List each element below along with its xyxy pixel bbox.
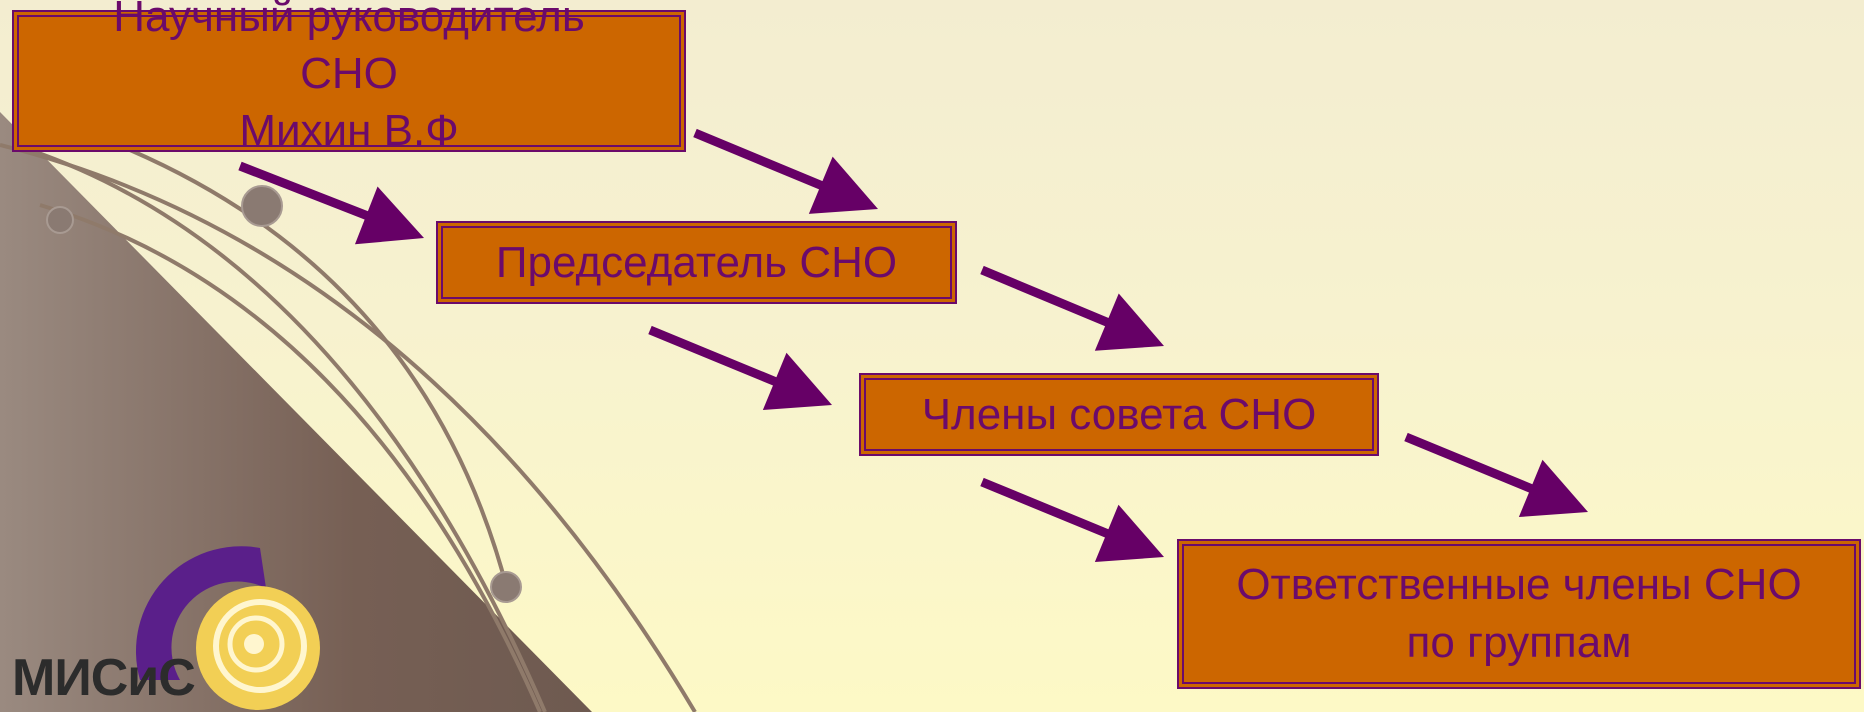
arrow-shaft: [648, 325, 781, 388]
arrow-shaft: [980, 477, 1113, 540]
box-text-line: Члены совета СНО: [921, 389, 1317, 439]
arrow-council-to-groups: [980, 477, 1164, 563]
box-text-line: СНО: [300, 49, 398, 98]
box-text-line: Научный руководитель: [113, 0, 585, 41]
chairman-box: Председатель СНО: [436, 221, 957, 304]
arrow-head: [1518, 459, 1588, 518]
corner-triangle: [0, 112, 592, 712]
logo-wordmark: МИСиС: [12, 649, 196, 707]
arrow-supervisor-to-chairman: [238, 161, 424, 245]
group-members-box: Ответственные члены СНО по группам: [1177, 539, 1861, 689]
arrow-chairman-right: [980, 265, 1164, 351]
council-members-box: Члены совета СНО: [859, 373, 1379, 456]
arrow-head: [354, 186, 424, 245]
arrow-chairman-to-council: [648, 325, 832, 411]
arrow-shaft: [1404, 432, 1537, 495]
decor-dot-3: [490, 571, 522, 603]
misis-logo-icon: [135, 546, 320, 710]
box-text-line: Председатель СНО: [495, 237, 898, 287]
arrow-council-right: [1404, 432, 1588, 518]
box-text-line: Ответственные члены СНО: [1236, 560, 1802, 609]
decor-dot-2: [46, 206, 74, 234]
arrow-head: [1094, 293, 1164, 351]
arrow-shaft: [693, 128, 827, 191]
arrow-head: [1094, 504, 1164, 563]
decor-curve-2: [29, 148, 547, 712]
decor-curve-4: [129, 148, 512, 601]
decor-dot-1: [241, 185, 283, 227]
box-text-line: по группам: [1406, 618, 1632, 667]
arrow-supervisor-right: [693, 128, 878, 214]
arrow-shaft: [238, 161, 372, 222]
arrow-head: [762, 352, 832, 411]
arrow-shaft: [980, 265, 1113, 328]
arrow-head: [808, 156, 878, 214]
decor-curve-3: [39, 203, 542, 712]
scientific-supervisor-box: Научный руководитель СНО Михин В.Ф: [12, 0, 686, 155]
box-text-line: Михин В.Ф: [239, 106, 459, 155]
